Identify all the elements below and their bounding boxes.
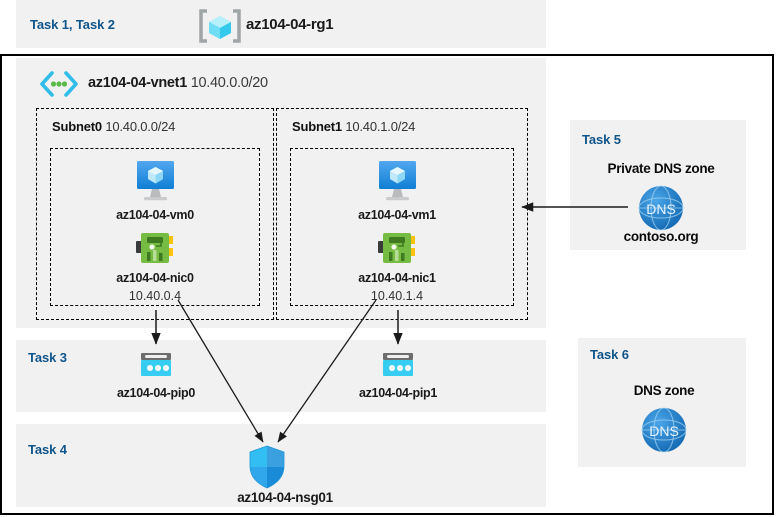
subnet0-name: Subnet0 <box>52 119 102 134</box>
vm1-label: az104-04-vm1 <box>358 208 436 222</box>
subnet0-address-prefix: 10.40.0.0/24 <box>105 119 176 134</box>
subnet1-inner-box <box>290 148 514 306</box>
nic0-label: az104-04-nic0 <box>116 271 194 285</box>
network-interface-icon <box>134 230 176 268</box>
vnet-name: az104-04-vnet1 10.40.0.0/20 <box>88 75 268 91</box>
virtual-machine-icon <box>370 158 424 204</box>
dns-zone-icon: DNS <box>634 183 688 233</box>
task-5-label: Task 5 <box>582 132 621 147</box>
task-5-heading: Private DNS zone <box>607 161 715 176</box>
resource-group-name: az104-04-rg1 <box>246 16 334 33</box>
task-6-label: Task 6 <box>590 347 629 362</box>
pip0-label: az104-04-pip0 <box>116 386 196 400</box>
subnet0-box <box>36 108 274 320</box>
vnet-icon <box>38 70 80 98</box>
task-6-heading: DNS zone <box>633 383 695 398</box>
subnet0-title: Subnet0 10.40.0.0/24 <box>52 119 175 134</box>
nic1-label: az104-04-nic1 <box>358 271 436 285</box>
subnet1-box <box>276 108 528 320</box>
pip1-label: az104-04-pip1 <box>358 386 438 400</box>
diagram-outer-border <box>0 54 774 515</box>
svg-text:DNS: DNS <box>649 423 679 439</box>
svg-text:DNS: DNS <box>646 201 676 217</box>
network-security-group-icon <box>246 444 288 490</box>
task-5-zone-name: contoso.org <box>623 229 699 244</box>
task-3-panel <box>16 340 546 412</box>
nic0-ip: 10.40.0.4 <box>128 289 182 303</box>
public-ip-address-icon <box>379 350 417 380</box>
task-1-2-label: Task 1, Task 2 <box>30 17 115 32</box>
resource-group-icon <box>198 8 242 44</box>
nic1-ip: 10.40.1.4 <box>370 289 424 303</box>
task-4-label: Task 4 <box>28 442 67 457</box>
nsg-label: az104-04-nsg01 <box>237 490 333 505</box>
vnet-panel <box>16 58 546 328</box>
network-interface-icon <box>376 230 418 268</box>
virtual-machine-icon <box>128 158 182 204</box>
resource-group-header-panel <box>16 0 546 48</box>
public-ip-address-icon <box>137 350 175 380</box>
dns-zone-icon: DNS <box>637 405 691 455</box>
task-3-label: Task 3 <box>28 350 67 365</box>
vnet-name-text: az104-04-vnet1 <box>88 75 187 91</box>
subnet1-name: Subnet1 <box>292 119 342 134</box>
subnet1-title: Subnet1 10.40.1.0/24 <box>292 119 415 134</box>
subnet1-address-prefix: 10.40.1.0/24 <box>345 119 416 134</box>
subnet0-inner-box <box>50 148 260 306</box>
vnet-address-space: 10.40.0.0/20 <box>190 75 268 91</box>
vm0-label: az104-04-vm0 <box>116 208 194 222</box>
